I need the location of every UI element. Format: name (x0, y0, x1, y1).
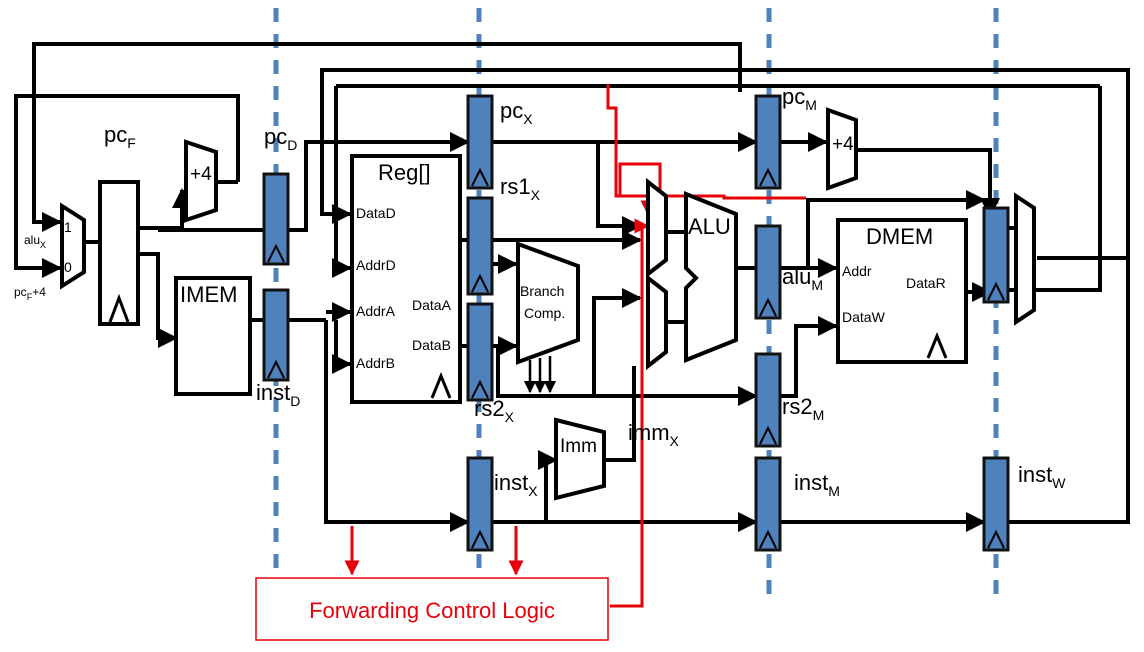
pipe-reg-rs2-x (466, 302, 494, 402)
pc-f-label: pcF (104, 122, 136, 151)
pipe-reg-rs1-x (466, 196, 494, 296)
rs2-m-label: rs2M (782, 394, 824, 423)
pipe-reg-inst-m (754, 456, 782, 552)
inst-x-label: instX (494, 470, 538, 499)
regfile-block: Reg[] DataD AddrD AddrA AddrB DataA Data… (350, 154, 462, 404)
pc-x-label: pcX (500, 98, 533, 127)
pipeline-registers (262, 94, 1010, 552)
plus4-fetch: +4 (184, 139, 218, 223)
imm-gen-label: Imm (560, 436, 597, 457)
pipe-reg-wb (982, 206, 1010, 304)
dmem-datar-label: DataR (906, 275, 946, 291)
imm-gen-block: Imm (554, 417, 606, 501)
forwarding-control-block: Forwarding Control Logic (255, 577, 609, 641)
wb-mux (1014, 192, 1036, 326)
pc-mux-in0-label: 0 (64, 259, 72, 275)
regfile-label: Reg[] (378, 160, 431, 185)
pipe-reg-alu-m (754, 224, 782, 320)
regfile-addrd-label: AddrD (356, 257, 396, 273)
pc-d-label: pcD (264, 124, 297, 153)
pc-mux-in1-label: 1 (64, 219, 72, 235)
dmem-addr-label: Addr (842, 263, 872, 279)
pc-register (98, 180, 140, 326)
pipe-reg-pc-d (262, 172, 290, 266)
regfile-dataa-label: DataA (412, 297, 452, 313)
dmem-block: DMEM Addr DataW DataR (836, 218, 968, 364)
branch-comp-label-1: Branch (520, 283, 564, 299)
pc-mux-pc4-label: pcF+4 (14, 285, 46, 302)
datapath-wires (14, 42, 1130, 532)
branch-comp-block: Branch Comp. (516, 241, 580, 365)
pipe-reg-inst-x (466, 456, 494, 552)
dmem-dataw-label: DataW (842, 309, 886, 325)
pipe-reg-inst-w (982, 456, 1010, 552)
regfile-datab-label: DataB (412, 337, 451, 353)
regfile-addra-label: AddrA (356, 303, 396, 319)
pc-mux: 1 0 aluX pcF+4 (14, 202, 86, 302)
alu-mux-a (646, 177, 668, 279)
inst-d-label: instD (256, 380, 300, 409)
rs1-x-label: rs1X (500, 174, 541, 203)
forwarding-control-label: Forwarding Control Logic (309, 598, 555, 623)
dmem-label: DMEM (866, 224, 933, 249)
pc-mux-alu-label: aluX (24, 233, 46, 250)
alu-block: ALU (684, 191, 738, 363)
plus4-fetch-label: +4 (190, 164, 212, 185)
alu-mux-b (646, 273, 668, 371)
pipe-reg-inst-d (262, 288, 290, 382)
regfile-addrb-label: AddrB (356, 355, 395, 371)
imem-block: IMEM (174, 276, 252, 396)
alu-label: ALU (688, 214, 731, 239)
inst-m-label: instM (794, 470, 840, 499)
plus4-mem: +4 (826, 107, 858, 191)
imm-x-label: immX (628, 420, 680, 449)
pc-m-label: pcM (782, 84, 817, 113)
plus4-mem-label: +4 (832, 134, 854, 155)
inst-w-label: instW (1018, 462, 1066, 491)
pipe-reg-rs2-m (754, 352, 782, 448)
imem-label: IMEM (180, 282, 237, 307)
alu-m-label: aluM (782, 264, 823, 293)
branch-comp-label-2: Comp. (524, 305, 565, 321)
regfile-datad-label: DataD (356, 205, 396, 221)
pipe-reg-pc-x (466, 94, 494, 190)
pipe-reg-pc-m (754, 94, 782, 190)
